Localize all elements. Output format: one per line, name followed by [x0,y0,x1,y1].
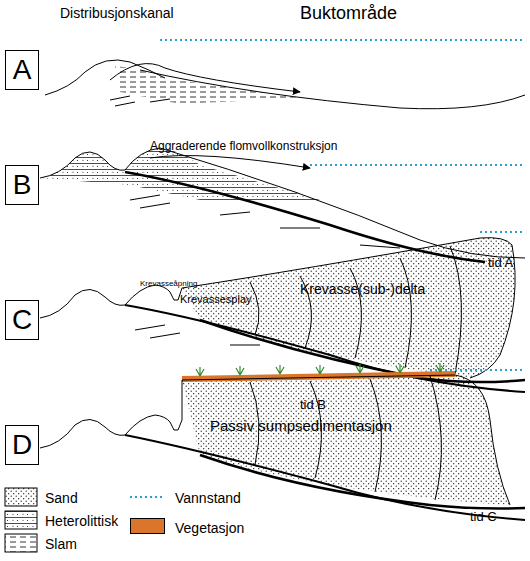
legend-text: Vannstand [175,491,241,505]
panel-a [45,40,525,109]
panel-letter: A [13,54,32,86]
panel-letter-box: D [5,425,39,465]
annotation-label: Krevasse(sub-)delta [300,282,425,296]
annotation-label: Aggraderende flomvollkonstruksjon [150,140,337,152]
annotation-label: Distribusjonskanal [60,6,174,20]
panel-letter-box: B [5,165,39,205]
legend-text: Slam [45,537,77,551]
panel-letter: C [12,304,32,336]
legend-text: Sand [45,491,78,505]
legend-text: Vegetasjon [175,521,244,535]
legend-samples [5,488,165,552]
panel-letter-box: A [5,50,39,90]
annotation-label: tid B [300,398,326,411]
annotation-label: Krevasseåpning [140,280,197,288]
annotation-label: Passiv sumpsedimentasjon [210,418,392,433]
panel-letter: D [12,429,32,461]
annotation-label: Krevassesplay [180,294,252,305]
annotation-label: tid C [470,510,497,523]
panel-c [40,232,525,392]
annotation-label: Buktområde [300,4,397,22]
annotation-label: tid A [488,256,513,269]
panel-d [40,363,525,520]
legend-text: Heterolittisk [45,514,118,528]
panel-letter: B [13,169,32,201]
legend-swatch [130,518,165,534]
panel-letter-box: C [5,300,39,340]
